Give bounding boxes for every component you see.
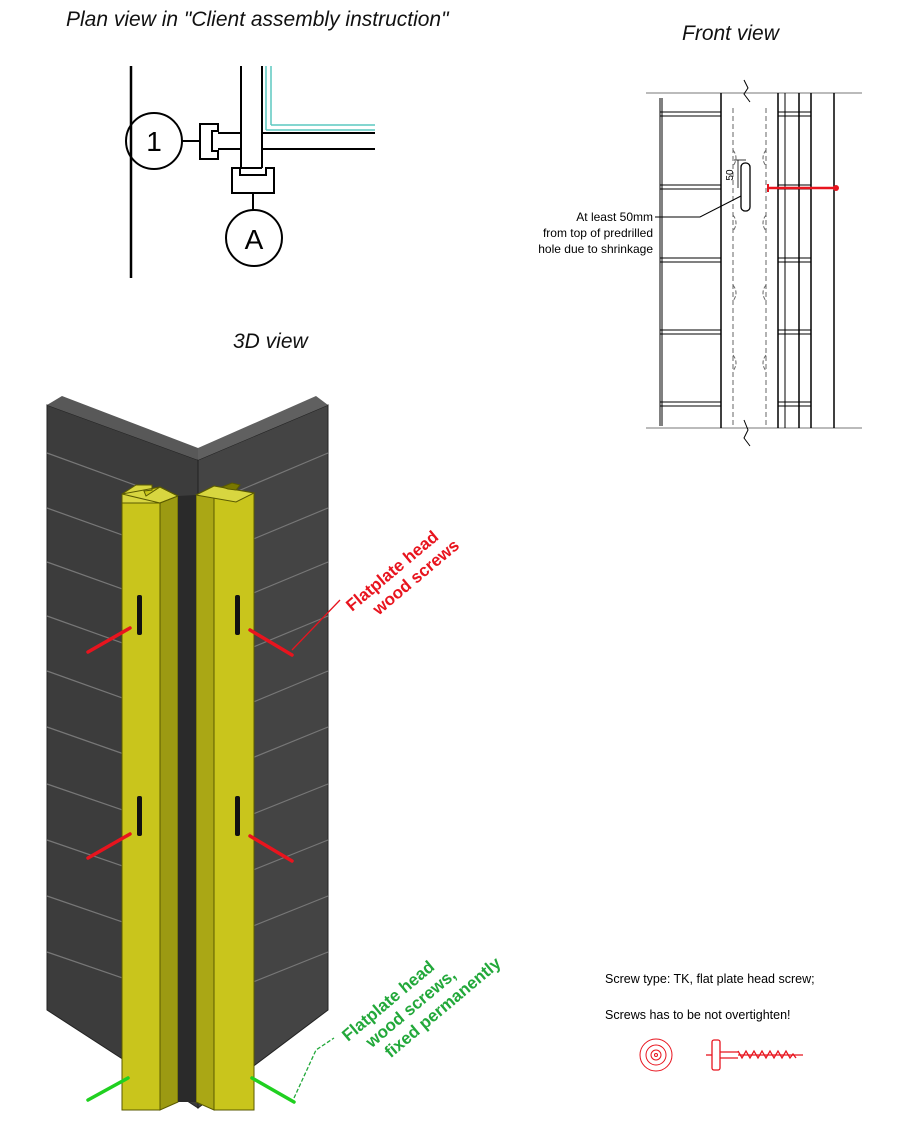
front-view-drawing	[646, 79, 862, 447]
marker-a-label: A	[245, 224, 264, 255]
screw-warning-text: Screws has to be not overtighten!	[605, 1008, 791, 1022]
front-view-screw	[767, 184, 839, 192]
screw-head-icon	[639, 1038, 673, 1072]
screw-side-icon	[706, 1039, 803, 1071]
plan-view-title: Plan view in "Client assembly instructio…	[66, 8, 449, 31]
three-d-view-drawing	[46, 396, 341, 1111]
green-screw-label: Flatplate head wood screws, fixed perman…	[338, 953, 505, 1061]
red-screw-label: Flatplate head wood screws	[342, 527, 463, 619]
marker-1-label: 1	[146, 126, 162, 157]
right-post	[194, 482, 256, 1111]
left-post	[121, 484, 180, 1111]
red-screws	[86, 626, 294, 863]
three-d-view-title: 3D view	[233, 330, 308, 353]
front-note-line1: At least 50mm	[576, 210, 653, 224]
front-view-note: At least 50mm from top of predrilled hol…	[480, 209, 653, 257]
screw-type-text: Screw type: TK, flat plate head screw;	[605, 972, 815, 986]
front-view-title: Front view	[682, 22, 779, 45]
front-note-line2: from top of predrilled	[542, 226, 653, 240]
post-slots	[137, 595, 240, 836]
plan-view-drawing	[125, 66, 375, 278]
green-screws	[86, 1076, 296, 1104]
marker-a-circle	[225, 209, 283, 267]
front-dimension-label: 50	[725, 169, 736, 181]
front-note-line3: hole due to shrinkage	[538, 242, 653, 256]
marker-1-circle	[125, 112, 183, 170]
